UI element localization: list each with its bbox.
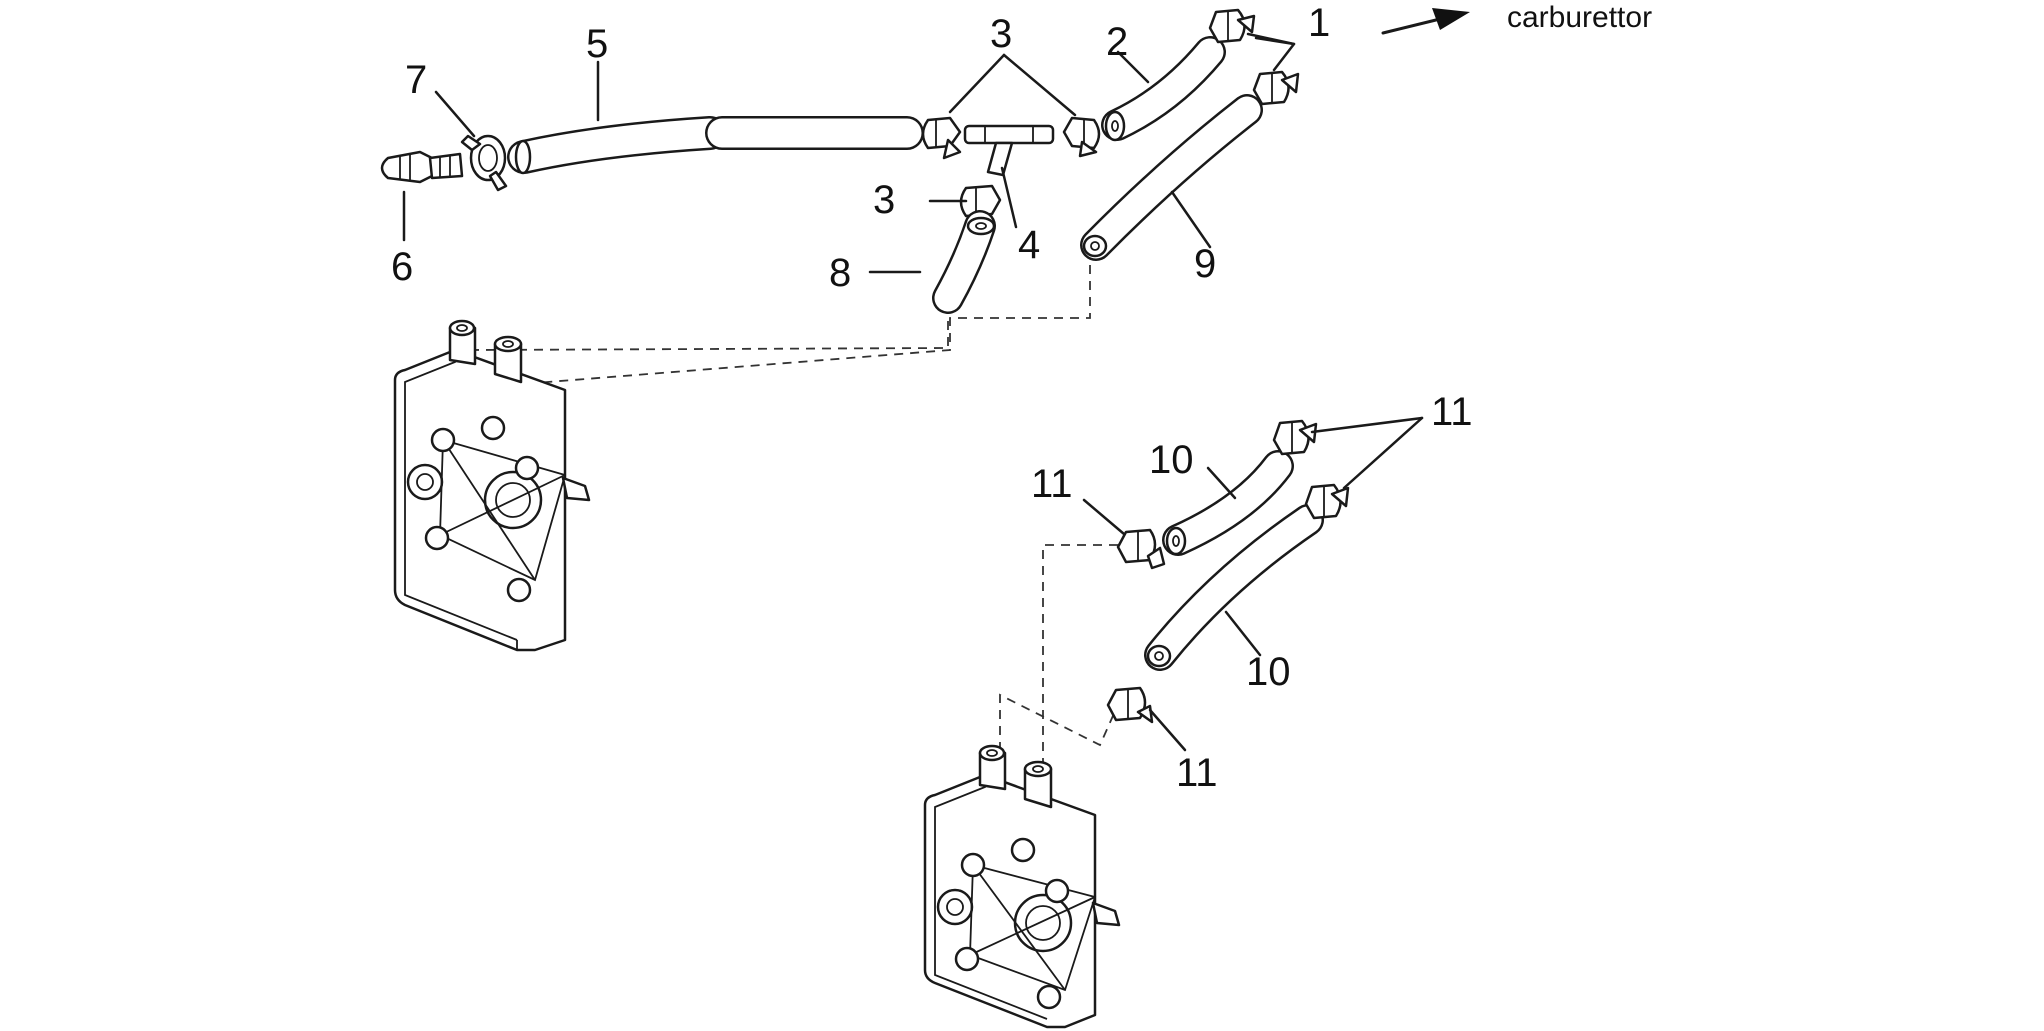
union-fitting-icon xyxy=(1208,8,1256,44)
cylinder-head-icon xyxy=(393,319,591,652)
callout-4: 4 xyxy=(1018,223,1040,267)
union-fitting-icon xyxy=(1272,419,1318,456)
union-fitting-icon xyxy=(1304,483,1350,520)
union-fitting-icon xyxy=(1252,70,1300,106)
union-fitting-icon xyxy=(959,184,1002,218)
hose-9 xyxy=(1080,94,1263,261)
callout-5: 5 xyxy=(586,22,608,66)
callout-10-lower: 10 xyxy=(1246,650,1291,694)
callout-11-bottom: 11 xyxy=(1176,751,1218,795)
hose-2 xyxy=(1101,36,1226,142)
callout-11-right: 11 xyxy=(1431,390,1473,434)
cylinder-head-icon xyxy=(923,744,1121,1029)
hose-8 xyxy=(932,210,996,314)
callout-3-left: 3 xyxy=(873,178,895,222)
callout-2: 2 xyxy=(1106,20,1128,64)
hose-clamp-icon xyxy=(460,134,508,192)
callout-1: 1 xyxy=(1308,1,1330,45)
union-fitting-icon xyxy=(1106,686,1154,724)
carburettor-legend: carburettor xyxy=(1381,1,1652,35)
nipple-fitting-6 xyxy=(380,150,464,184)
carburettor-label: carburettor xyxy=(1507,1,1652,34)
leader-lines xyxy=(402,32,1424,752)
routing-lines xyxy=(469,265,1121,790)
t-joint-icon xyxy=(963,124,1055,177)
callout-6: 6 xyxy=(391,245,413,289)
union-fitting-icon xyxy=(1062,116,1101,158)
callout-9: 9 xyxy=(1194,242,1216,286)
callouts: 1 2 3 3 4 5 6 7 8 9 10 10 11 11 11 xyxy=(391,1,1473,795)
callout-3-top: 3 xyxy=(990,12,1012,56)
arrow-right-icon xyxy=(1381,8,1470,35)
callout-11-left: 11 xyxy=(1031,462,1073,506)
union-fitting-icon xyxy=(921,116,962,160)
hose-5 xyxy=(507,116,924,175)
callout-7: 7 xyxy=(405,58,427,102)
hose-10-upper xyxy=(1162,450,1294,556)
union-fitting-icon xyxy=(1116,528,1166,570)
callout-10-upper: 10 xyxy=(1149,438,1194,482)
callout-8: 8 xyxy=(829,251,851,295)
hose-10-lower xyxy=(1144,504,1324,671)
